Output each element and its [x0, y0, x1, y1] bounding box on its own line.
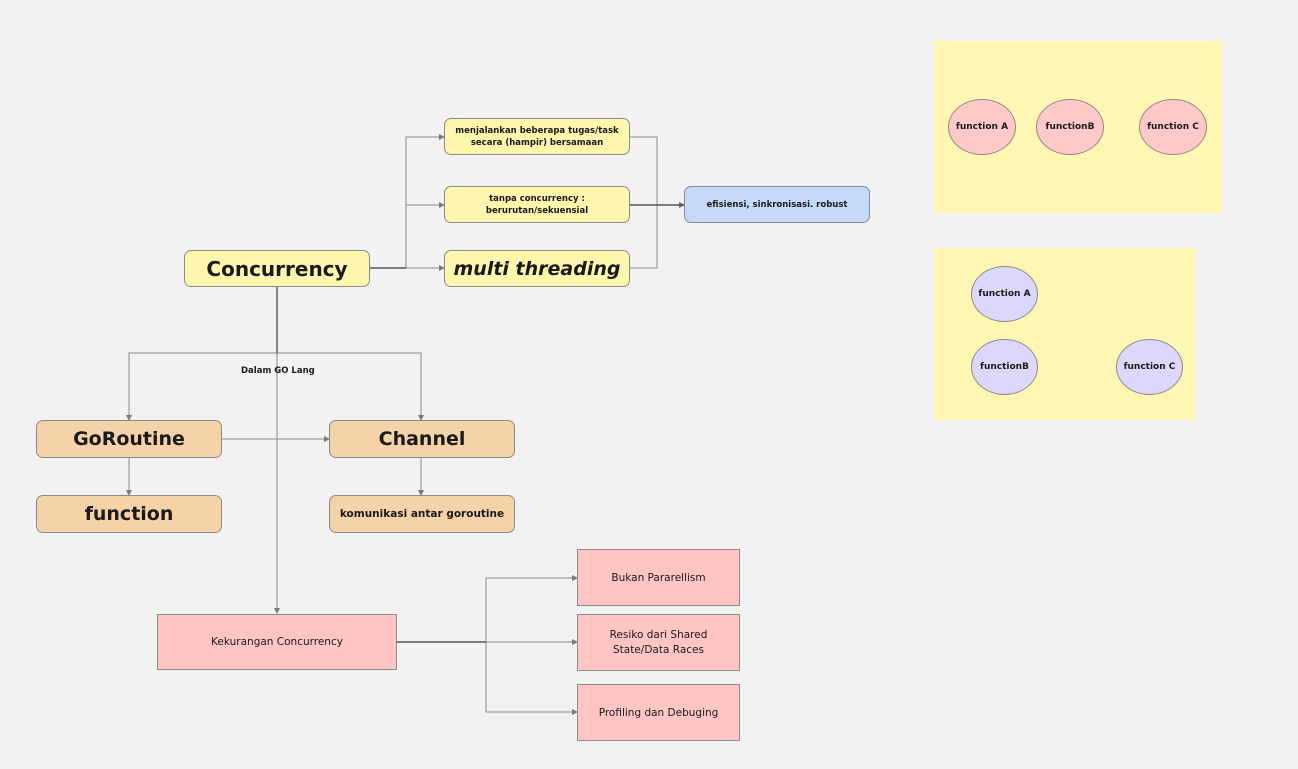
conc-function-c-label: function C	[1123, 362, 1176, 372]
profiling-label: Profiling dan Debuging	[598, 706, 719, 719]
edge-concurrency-tanpa	[370, 202, 445, 269]
edge-kekurangan-bukan	[396, 575, 578, 643]
tanpa-concurrency-node[interactable]: tanpa concurrency : berurutan/sekuensial	[444, 186, 630, 223]
edge-split-channel	[277, 352, 424, 421]
edge-label-dalam-go-lang: Dalam GO Lang	[241, 366, 315, 376]
seq-function-a-label: function A	[955, 122, 1009, 132]
komunikasi-label: komunikasi antar goroutine	[339, 508, 505, 520]
edge-concurrency-task	[370, 134, 445, 269]
goroutine-node[interactable]: GoRoutine	[36, 420, 222, 458]
conc-function-b-ellipse[interactable]: functionB	[971, 339, 1038, 395]
function-node[interactable]: function	[36, 495, 222, 533]
multi-threading-node[interactable]: multi threading	[444, 250, 630, 287]
seq-function-c-label: function C	[1147, 122, 1199, 132]
channel-node[interactable]: Channel	[329, 420, 515, 458]
concurrency-label: Concurrency	[206, 256, 348, 281]
resiko-node[interactable]: Resiko dari Shared State/Data Races	[577, 614, 740, 671]
edge-task-efisiensi	[630, 136, 685, 208]
efisiensi-node[interactable]: efisiensi, sinkronisasi. robust	[684, 186, 870, 223]
seq-function-c-ellipse[interactable]: function C	[1139, 99, 1207, 155]
efisiensi-label: efisiensi, sinkronisasi. robust	[706, 199, 848, 210]
edge-split-goroutine	[126, 352, 277, 421]
conc-function-a-ellipse[interactable]: function A	[971, 266, 1038, 322]
seq-function-b-ellipse[interactable]: functionB	[1036, 99, 1104, 155]
conc-function-c-ellipse[interactable]: function C	[1116, 339, 1183, 395]
concurrency-node[interactable]: Concurrency	[184, 250, 370, 287]
task-desc-label: menjalankan beberapa tugas/task secara (…	[455, 125, 619, 148]
komunikasi-node[interactable]: komunikasi antar goroutine	[329, 495, 515, 533]
edge-kekurangan-profiling	[396, 641, 578, 715]
conc-function-b-label: functionB	[980, 362, 1029, 372]
profiling-node[interactable]: Profiling dan Debuging	[577, 684, 740, 741]
edge-multi-efisiensi	[630, 202, 685, 269]
goroutine-label: GoRoutine	[73, 428, 185, 450]
function-label: function	[84, 503, 174, 525]
resiko-label: Resiko dari Shared State/Data Races	[609, 628, 708, 656]
tanpa-concurrency-label: tanpa concurrency : berurutan/sekuensial	[485, 193, 589, 216]
kekurangan-label: Kekurangan Concurrency	[211, 636, 343, 648]
bukan-pararellism-label: Bukan Pararellism	[611, 571, 706, 584]
task-desc-node[interactable]: menjalankan beberapa tugas/task secara (…	[444, 118, 630, 155]
channel-label: Channel	[378, 428, 466, 450]
kekurangan-node[interactable]: Kekurangan Concurrency	[157, 614, 397, 670]
conc-function-a-label: function A	[978, 289, 1031, 299]
seq-function-a-ellipse[interactable]: function A	[948, 99, 1016, 155]
seq-function-b-label: functionB	[1045, 122, 1095, 132]
bukan-pararellism-node[interactable]: Bukan Pararellism	[577, 549, 740, 606]
multi-threading-label: multi threading	[453, 257, 621, 280]
